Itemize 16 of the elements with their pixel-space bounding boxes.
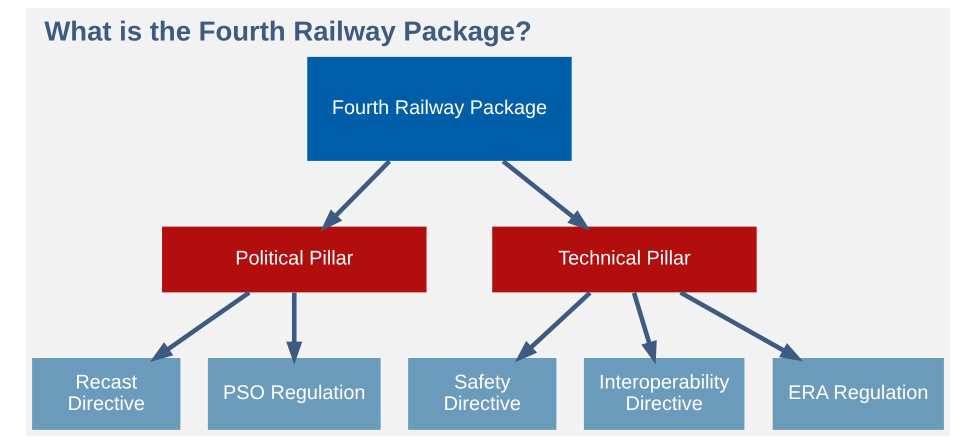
node-box: ERA Regulation: [772, 358, 944, 430]
arrow: [286, 292, 302, 365]
node-box: Safety Directive: [408, 358, 556, 430]
node-box: PSO Regulation: [207, 358, 380, 430]
arrow: [501, 159, 590, 231]
node-box: Political Pillar: [162, 226, 426, 292]
arrow: [149, 290, 250, 362]
node-box: Fourth Railway Package: [306, 56, 572, 161]
diagram-title: What is the Fourth Railway Package?: [44, 16, 532, 47]
arrow: [678, 290, 803, 362]
arrow: [631, 292, 656, 364]
node-box: Technical Pillar: [492, 226, 756, 292]
node-box: Interoperability Directive: [583, 358, 744, 430]
node-box: Recast Directive: [32, 358, 180, 430]
arrow: [320, 160, 391, 232]
arrow: [514, 291, 592, 362]
